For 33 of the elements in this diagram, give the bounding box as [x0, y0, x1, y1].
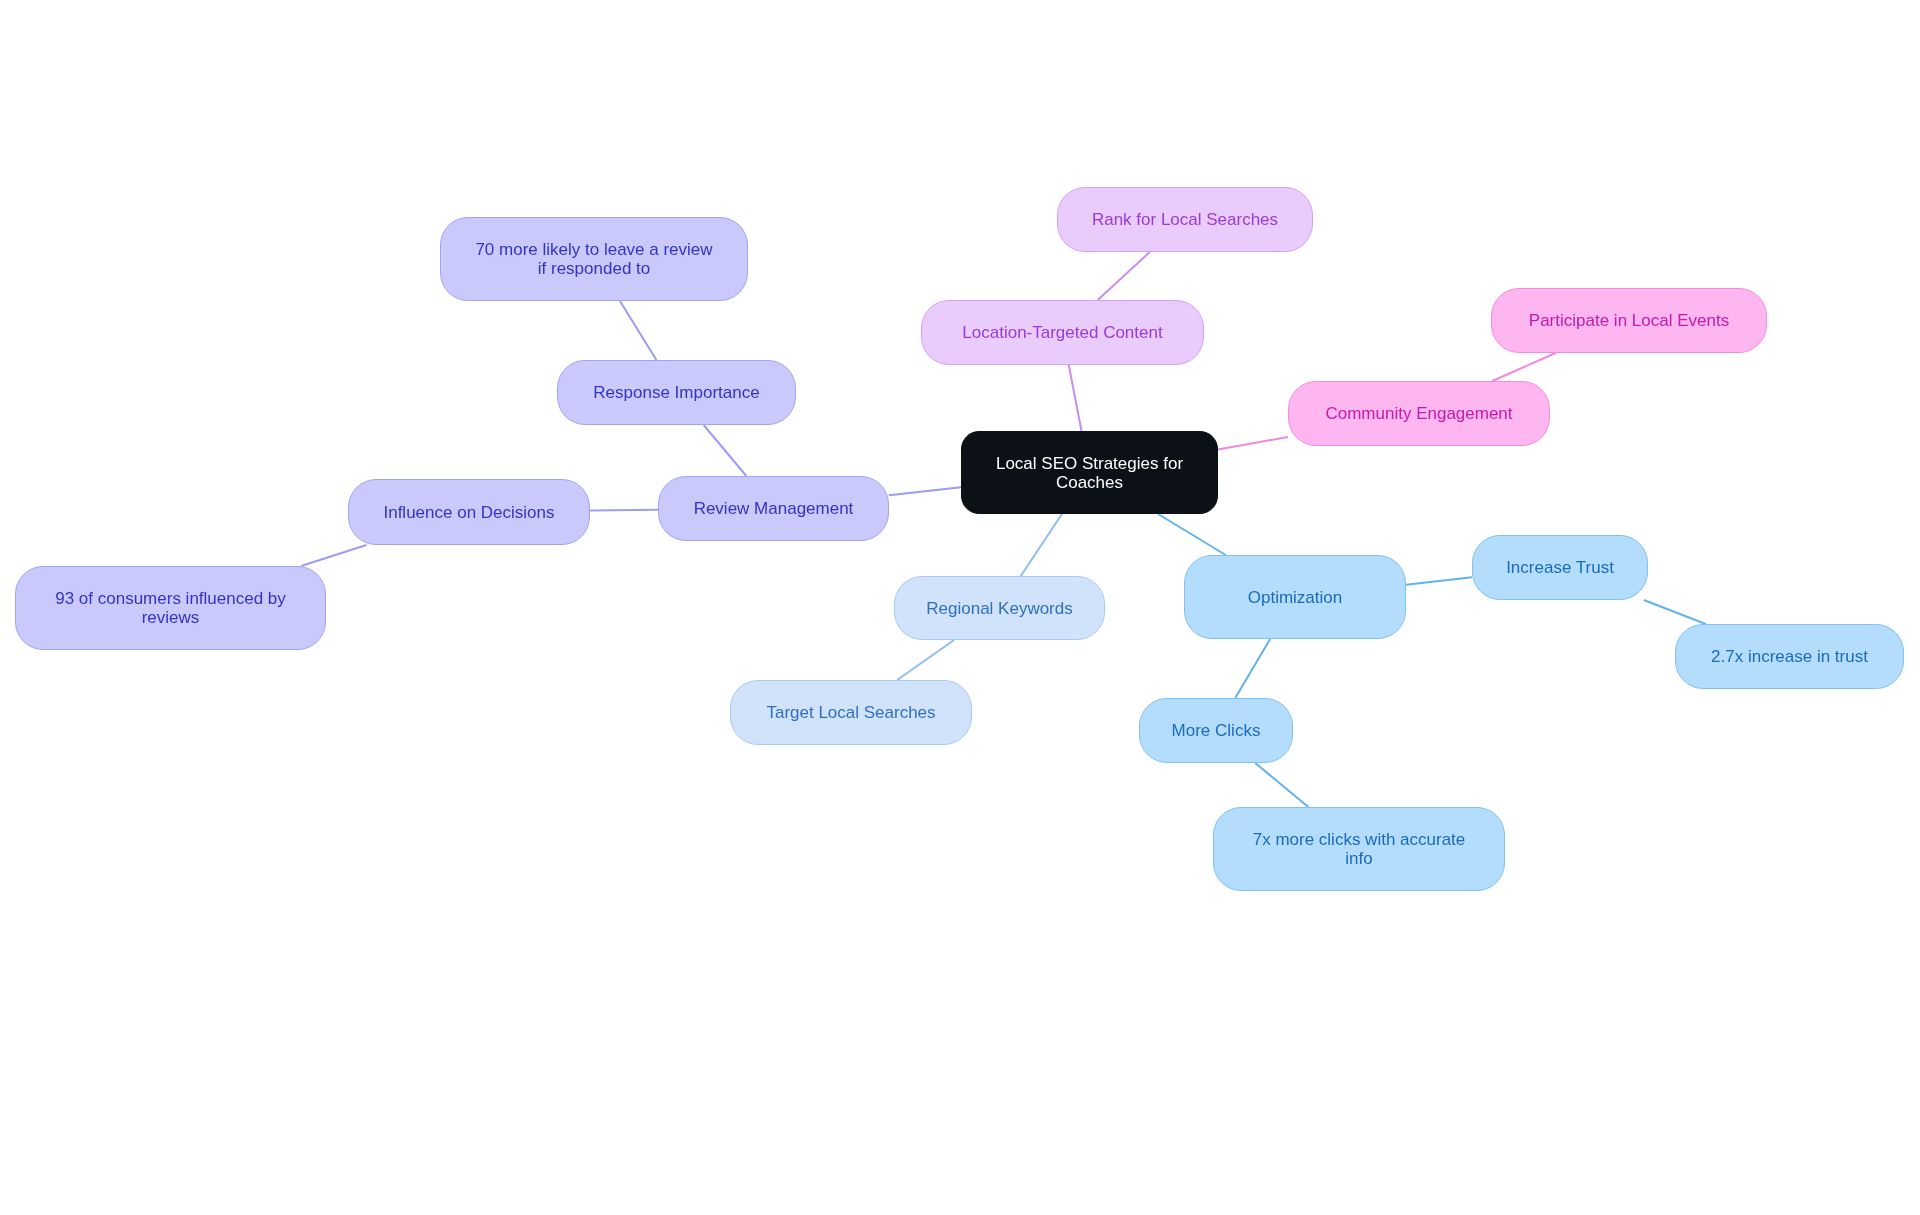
connector-line — [1067, 364, 1083, 432]
connector-line — [896, 639, 956, 681]
connector-line — [1217, 435, 1289, 451]
topic-box: Community Engagement — [1288, 381, 1550, 446]
connector-line — [1096, 251, 1151, 301]
topic-box: Regional Keywords — [894, 576, 1105, 640]
topic-box: 70 more likely to leave a review if responded to — [440, 217, 748, 301]
topic-box: Response Importance — [557, 360, 796, 425]
connector-line — [618, 300, 658, 361]
connector-line — [1019, 513, 1063, 577]
connector-line — [1234, 638, 1272, 699]
topic-box: More Clicks — [1139, 698, 1293, 763]
topic-box: Review Management — [658, 476, 889, 541]
connector-line — [589, 508, 659, 512]
topic-box: Influence on Decisions — [348, 479, 590, 545]
connector-line — [702, 424, 748, 477]
topic-box: Target Local Searches — [730, 680, 972, 745]
connector-line — [888, 486, 962, 497]
topic-box: 2.7x increase in trust — [1675, 624, 1904, 689]
connector-line — [300, 544, 368, 567]
connector-line — [1491, 352, 1557, 382]
topic-box: Participate in Local Events — [1491, 288, 1767, 353]
topic-box: Increase Trust — [1472, 535, 1648, 600]
topic-box: 93 of consumers influenced by reviews — [15, 566, 326, 650]
connector-line — [1405, 576, 1473, 586]
topic-box: Rank for Local Searches — [1057, 187, 1313, 252]
central-topic-box: Local SEO Strategies for Coaches — [961, 431, 1218, 514]
topic-box: Location-Targeted Content — [921, 300, 1204, 365]
topic-box: Optimization — [1184, 555, 1406, 639]
connector-line — [1642, 599, 1707, 625]
connector-line — [1254, 762, 1310, 808]
connector-line — [1157, 513, 1227, 556]
topic-box: 7x more clicks with accurate info — [1213, 807, 1505, 891]
